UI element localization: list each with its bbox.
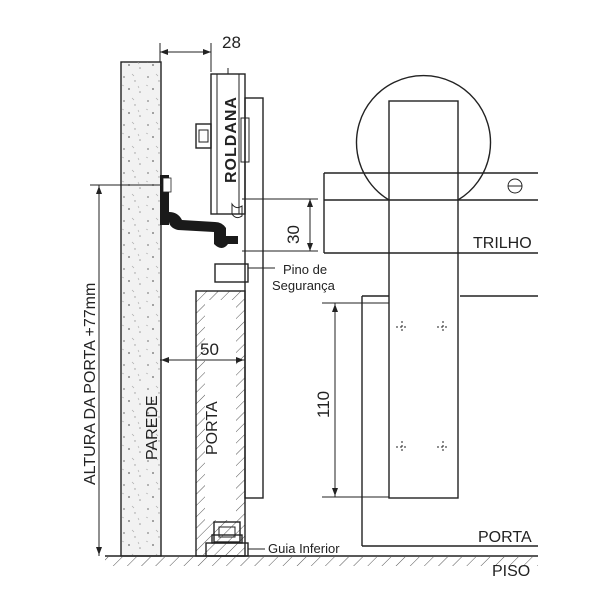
dim-50-label: 50	[200, 340, 219, 359]
strap-front	[388, 100, 459, 499]
bolt-markers	[396, 321, 449, 453]
piso-label: PISO	[492, 563, 530, 580]
safety-pin	[214, 263, 249, 283]
porta-front-label: PORTA	[478, 529, 532, 546]
dimension-110	[322, 302, 389, 498]
pino-label-2: Segurança	[272, 278, 336, 293]
dimension-30	[242, 198, 318, 252]
dimension-50	[160, 357, 245, 363]
pino-label-1: Pino de	[283, 262, 327, 277]
door-front	[361, 295, 538, 547]
dim-110-label: 110	[314, 391, 333, 418]
guia-inferior-label: Guia Inferior	[268, 541, 340, 556]
door-height-label: ALTURA DA PORTA +77mm	[82, 283, 99, 485]
door-section	[195, 290, 246, 557]
dimension-door-height	[90, 184, 162, 556]
trilho-label: TRILHO	[473, 235, 532, 252]
roller-front	[355, 74, 492, 201]
dim-30-label: 30	[284, 225, 303, 244]
rail-profile	[160, 175, 238, 248]
wall-section	[120, 61, 162, 557]
dimension-28	[159, 43, 212, 72]
rail-front	[323, 172, 538, 297]
parede-label: PAREDE	[144, 395, 161, 460]
floor	[105, 555, 538, 566]
roldana-label: ROLDANA	[223, 96, 240, 183]
dim-28-label: 28	[222, 33, 241, 52]
porta-section-label: PORTA	[204, 401, 221, 455]
